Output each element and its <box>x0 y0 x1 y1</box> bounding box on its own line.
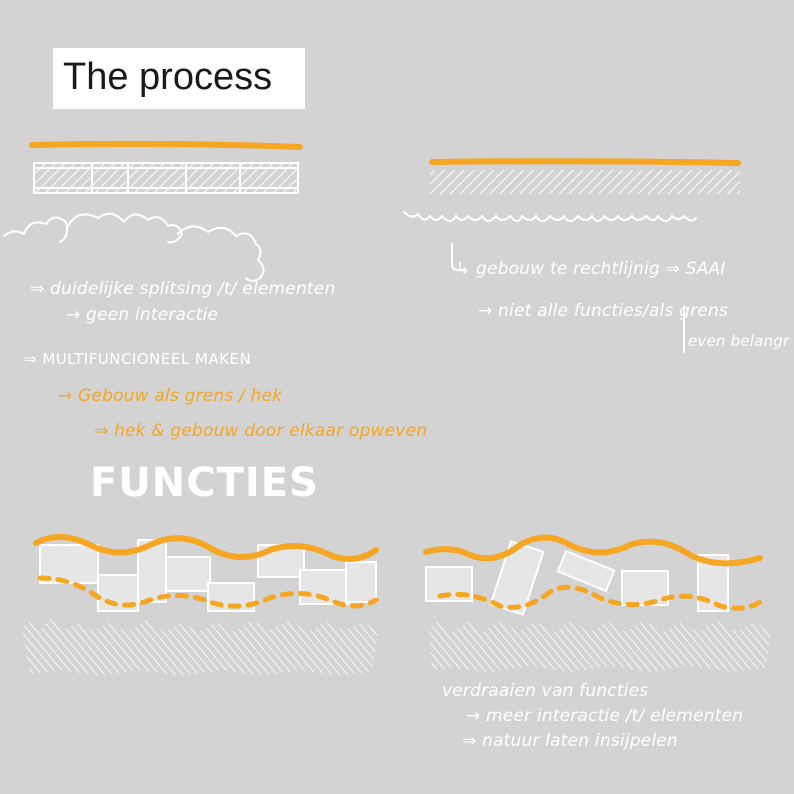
sketch-top-left <box>3 140 303 282</box>
heading-functies: FUNCTIES <box>90 460 319 506</box>
hatched-ground-left <box>22 618 378 676</box>
orange-wave-top-right <box>423 534 763 567</box>
note-rotate-functions: verdraaien van functies <box>442 681 648 701</box>
note-nature-seep-in: ⇒ natuur laten insijpelen <box>462 731 678 751</box>
note-more-interaction: → meer interactie /t/ elementen <box>466 706 743 726</box>
orange-wave-top <box>33 534 379 562</box>
note-building-too-straight: ↳ gebouw te rechtlijnig ⇒ SAAI <box>456 259 726 279</box>
orange-dotted-wave-right <box>437 584 763 611</box>
sketch-bottom-right <box>423 534 772 672</box>
title-box: The process <box>53 48 305 109</box>
note-multifunctional: ⇒ MULTIFUNCIONEEL MAKEN <box>24 350 251 368</box>
hatched-ground-right <box>428 620 772 672</box>
orange-boundary-line-right <box>429 158 741 166</box>
hatched-strip-right <box>430 170 740 194</box>
sketch-bottom-left <box>22 534 379 676</box>
note-equally-important: even belangr <box>688 332 790 350</box>
note-weave-fence-building: ⇒ hek & gebouw door elkaar opweven <box>94 421 427 441</box>
squiggle-ground-right <box>403 211 697 222</box>
orange-boundary-line <box>29 140 303 150</box>
tree-cloud-outline <box>3 212 265 282</box>
note-not-all-functions: → niet alle functies/als grens <box>478 301 728 321</box>
note-building-as-boundary: → Gebouw als grens / hek <box>58 386 283 406</box>
sketch-top-right <box>403 158 741 353</box>
note-no-interaction: → geen interactie <box>66 305 218 325</box>
page-title: The process <box>63 56 273 98</box>
orange-dotted-wave <box>37 575 379 609</box>
note-clear-split: ⇒ duidelijke splitsing /t/ elementen <box>30 279 335 299</box>
